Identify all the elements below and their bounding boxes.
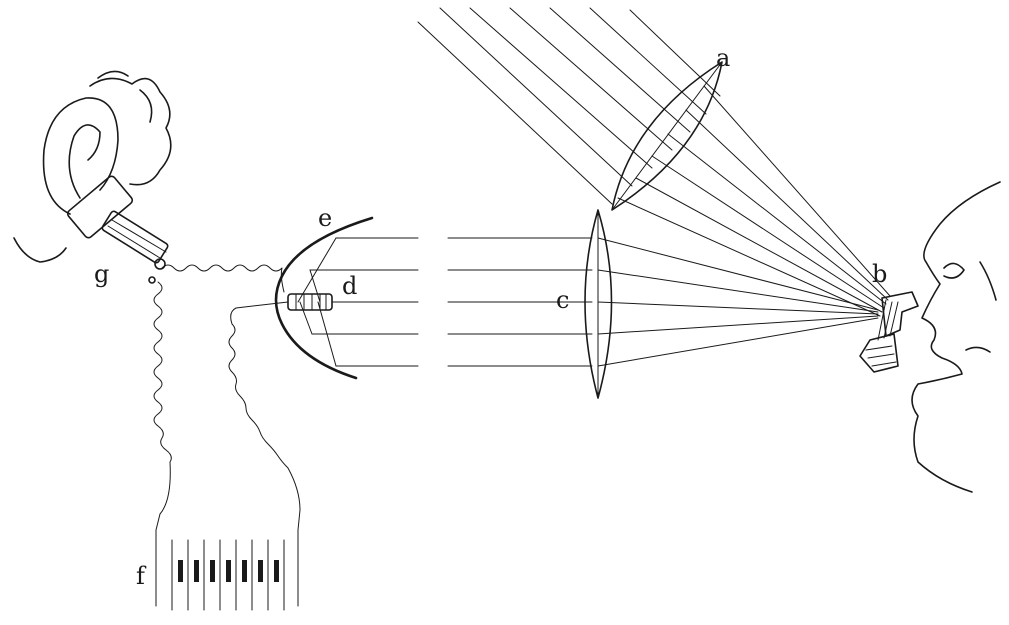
battery-f [171,539,285,611]
label-f: f [136,562,147,590]
circuit-wires [153,264,301,607]
ear-and-receiver-g [13,70,172,263]
converging-rays-a-to-b [617,85,891,317]
lens-a [611,61,723,211]
label-b: b [872,260,887,288]
label-e: e [318,204,332,232]
parallel-beam-c-to-e [309,237,593,367]
telephone-receiver [66,175,169,284]
reflected-rays-b-to-c [597,237,879,367]
lens-c [584,209,613,399]
label-a: a [716,44,730,72]
diaphragm-mirror-b [859,291,919,373]
selenium-cell-d [287,293,341,311]
label-g: g [94,260,109,288]
label-c: c [556,286,569,314]
parabolic-mirror-e [274,216,374,380]
incoming-light-rays [417,7,721,205]
label-d: d [342,272,357,300]
speaker-face-profile [911,181,1001,493]
